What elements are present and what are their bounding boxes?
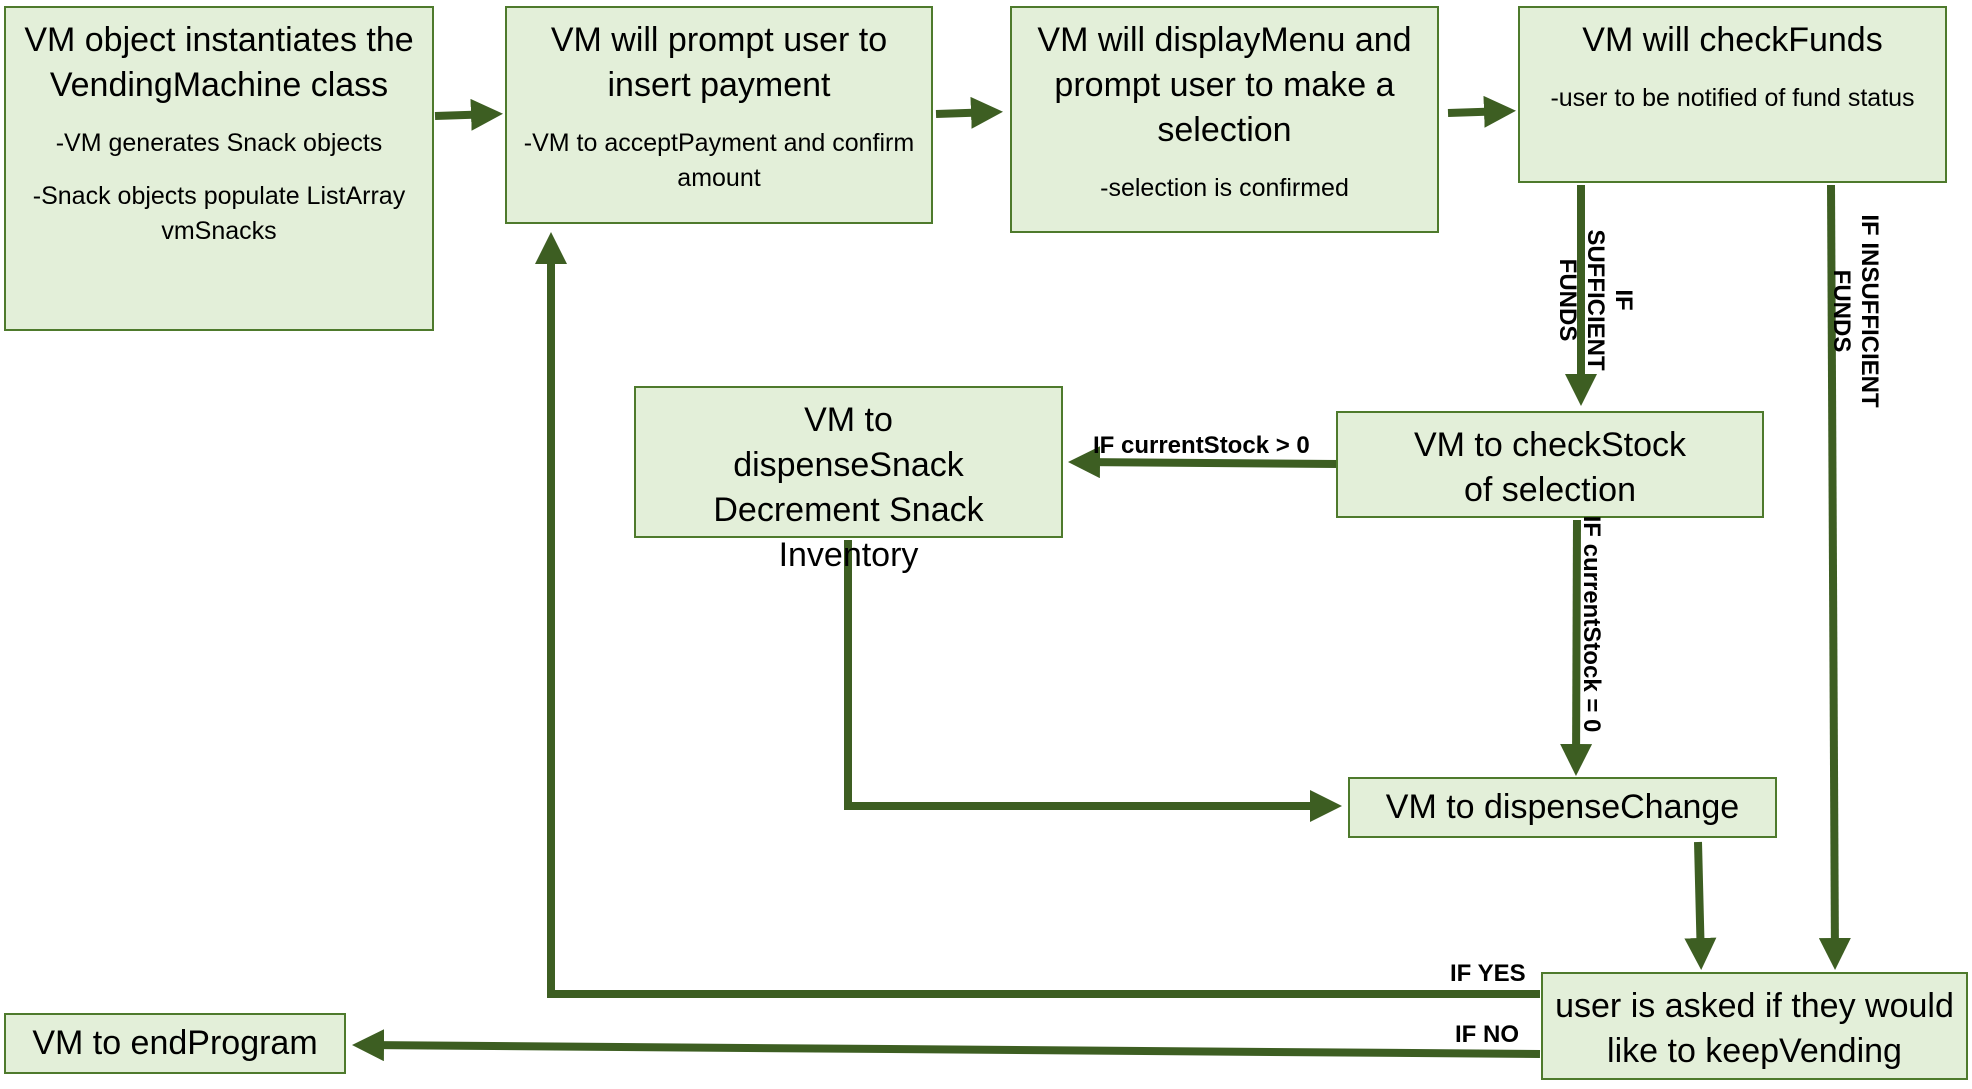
arrow-stock-positive (1068, 446, 1339, 479)
node-dispense-change: VM to dispenseChange (1348, 777, 1777, 838)
node-keep-vending: user is asked if they would like to keep… (1541, 972, 1968, 1080)
edge-label-stock-zero: IF currentStock = 0 (1578, 515, 1605, 733)
arrow-no-to-end (352, 1029, 1541, 1062)
edge-label-yes: IF YES (1450, 960, 1526, 987)
node-note: -VM generates Snack objects (55, 129, 383, 157)
node-title: VM will displayMenu and prompt user to m… (1037, 21, 1412, 149)
edge-label-stock-positive: IF currentStock > 0 (1093, 432, 1310, 459)
node-title: VM to endProgram (32, 1024, 318, 1062)
node-title: user is asked if they would like to keep… (1555, 987, 1954, 1070)
node-note: -selection is confirmed (1100, 174, 1349, 202)
edge-label-sufficient-funds: IF SUFFICIENT FUNDS (1554, 229, 1637, 371)
node-title: VM will checkFunds (1582, 21, 1883, 59)
node-title: VM to dispenseSnack Decrement Snack Inve… (713, 401, 984, 574)
node-title: VM will prompt user to insert payment (550, 21, 888, 104)
node-check-funds: VM will checkFunds -user to be notified … (1518, 6, 1947, 183)
node-note: -user to be notified of fund status (1550, 84, 1915, 112)
arrow-snack-to-change (844, 540, 1342, 822)
node-note: -VM to acceptPayment and confirm amount (523, 129, 915, 192)
arrow-yes-to-payment (535, 232, 1540, 998)
edge-label-no: IF NO (1455, 1021, 1519, 1048)
node-check-stock: VM to checkStock of selection (1336, 411, 1764, 518)
node-title: VM to checkStock of selection (1413, 426, 1687, 509)
node-dispense-snack: VM to dispenseSnack Decrement Snack Inve… (634, 386, 1063, 574)
node-prompt-payment: VM will prompt user to insert payment -V… (505, 6, 933, 224)
arrow-menu-to-funds (1447, 95, 1516, 128)
node-instantiate: VM object instantiates the VendingMachin… (4, 6, 434, 331)
edge-label-insufficient-funds: IF INSUFFICIENT FUNDS (1828, 214, 1883, 408)
node-title: VM to dispenseChange (1385, 788, 1740, 826)
arrow-instantiate-to-payment (434, 98, 503, 131)
arrow-insufficient-funds (1818, 184, 1851, 970)
node-title: VM object instantiates the VendingMachin… (24, 21, 414, 104)
arrow-stock-zero (1560, 519, 1593, 776)
node-display-menu: VM will displayMenu and prompt user to m… (1010, 6, 1439, 233)
arrow-payment-to-menu (935, 96, 1003, 129)
node-end-program: VM to endProgram (4, 1013, 346, 1074)
arrow-change-to-keep-vending (1684, 841, 1717, 970)
node-note: -Snack objects populate ListArray vmSnac… (32, 182, 406, 245)
